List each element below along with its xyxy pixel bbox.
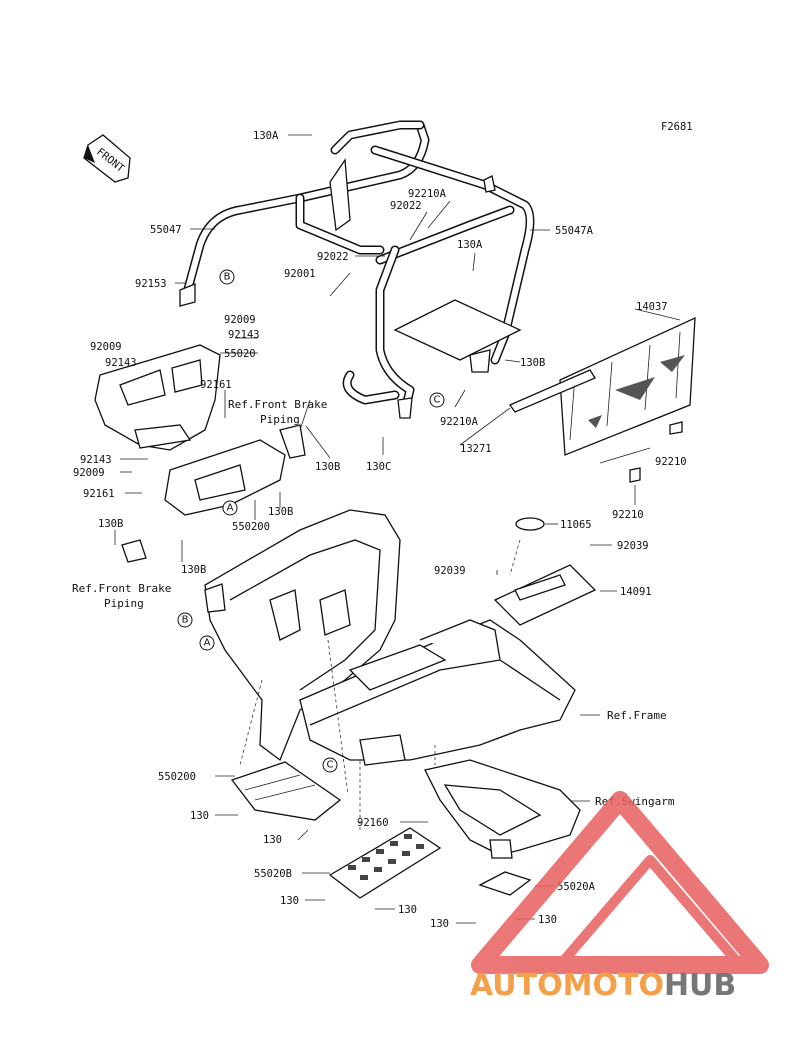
- ref-frame: Ref.Frame: [607, 709, 667, 722]
- main-frame: [204, 509, 576, 766]
- callout-label: 92161: [200, 379, 232, 391]
- watermark-part2: HUB: [664, 968, 736, 1003]
- ref-line: Piping: [104, 597, 144, 610]
- callout-label: 92210: [655, 456, 687, 468]
- callout-label: 130B: [98, 518, 123, 530]
- callout-label: 130: [398, 904, 417, 916]
- watermark-part1: AUTOMOTO: [470, 968, 664, 1003]
- circle-marker: [429, 392, 445, 408]
- skid-plate-55020B: [328, 827, 442, 899]
- circle-marker: [219, 269, 235, 285]
- callout-label: 92143: [228, 329, 260, 341]
- circle-letter: B: [182, 615, 189, 626]
- circle-letter: A: [204, 638, 211, 649]
- front-bracket-550200: [121, 424, 306, 563]
- ref-line: Piping: [260, 413, 300, 426]
- callout-label: 130: [430, 918, 449, 930]
- leader-lines: [114, 134, 681, 924]
- callout-label: 130B: [520, 357, 545, 369]
- cargo-mat-14037: [509, 316, 696, 483]
- callout-label: 130B: [268, 506, 293, 518]
- tray-14091: [493, 517, 597, 626]
- callout-label: 92143: [80, 454, 112, 466]
- callout-label: 92039: [617, 540, 649, 552]
- ref-line: Ref.Front Brake: [72, 582, 171, 595]
- rear-rack-assembly: [179, 120, 535, 419]
- circle-marker: [177, 612, 193, 628]
- ref-front-brake-bottom: Ref.Front Brake Piping: [72, 582, 178, 610]
- callout-label: 55020B: [254, 868, 292, 880]
- callout-label: 92210: [612, 509, 644, 521]
- callout-label: 130B: [181, 564, 206, 576]
- callout-label: 14037: [636, 301, 668, 313]
- circle-marker: [199, 635, 215, 651]
- front-arrow-icon: FRONT: [83, 134, 131, 183]
- watermark-triangle-icon: [471, 791, 769, 974]
- callout-label: 14091: [620, 586, 652, 598]
- callout-label: 130: [263, 834, 282, 846]
- callout-label: 55047: [150, 224, 182, 236]
- callout-label: 92022: [390, 200, 422, 212]
- callout-label: 92153: [135, 278, 167, 290]
- callout-label: 92210A: [440, 416, 479, 428]
- callout-label: 92160: [357, 817, 389, 829]
- skid-plate-55020A: [478, 871, 532, 896]
- front-guard-55020: [94, 344, 221, 451]
- callout-label: 130A: [457, 239, 483, 251]
- callout-label: 92210A: [408, 188, 447, 200]
- callout-label: 130: [280, 895, 299, 907]
- circled-letters: B A B A C C: [177, 269, 445, 773]
- watermark-text: AUTOMOTOHUB: [470, 968, 736, 1003]
- callout-label: 11065: [560, 519, 592, 531]
- circle-letter: C: [434, 395, 441, 406]
- callout-label: 130A: [253, 130, 279, 142]
- swingarm: [424, 759, 581, 859]
- callout-labels: 130A 55047 92153 92009 92143 55020 92009…: [73, 130, 687, 930]
- callout-label: 13271: [460, 443, 492, 455]
- circle-letter: A: [227, 503, 234, 514]
- callout-label: 92009: [73, 467, 105, 479]
- ref-front-brake-top: Ref.Front Brake Piping: [228, 398, 334, 426]
- callout-label: 130: [538, 914, 557, 926]
- callout-label: 55047A: [555, 225, 594, 237]
- callout-label: 92022: [317, 251, 349, 263]
- watermark: AUTOMOTOHUB: [470, 791, 769, 1003]
- figure-code: F2681: [661, 121, 693, 133]
- callout-label: 92143: [105, 357, 137, 369]
- callout-label: 92001: [284, 268, 316, 280]
- skid-plate-550200: [230, 761, 342, 821]
- circle-letter: C: [327, 760, 334, 771]
- callout-label: 92161: [83, 488, 115, 500]
- callout-label: 550200: [158, 771, 196, 783]
- callout-label: 55020A: [557, 881, 596, 893]
- callout-label: 55020: [224, 348, 256, 360]
- callout-label: 92009: [224, 314, 256, 326]
- callout-label: 130B: [315, 461, 340, 473]
- ref-line: Ref.Front Brake: [228, 398, 327, 411]
- circle-marker: [222, 500, 238, 516]
- circle-letter: B: [224, 272, 231, 283]
- callout-label: 550200: [232, 521, 270, 533]
- circle-marker: [322, 757, 338, 773]
- callout-label: 130: [190, 810, 209, 822]
- callout-label: 92039: [434, 565, 466, 577]
- callout-label: 92009: [90, 341, 122, 353]
- callout-label: 130C: [366, 461, 391, 473]
